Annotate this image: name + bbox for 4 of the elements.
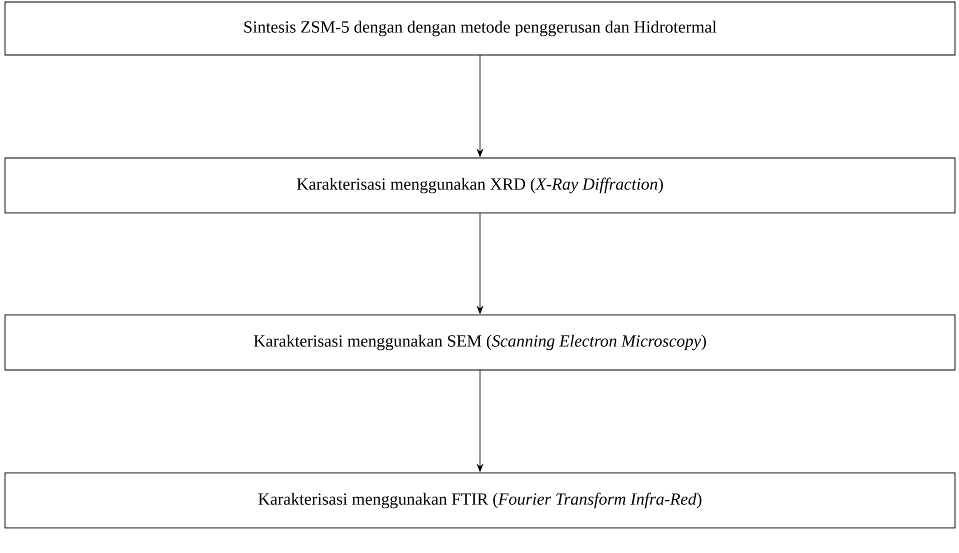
process-box: Karakterisasi menggunakan FTIR (Fourier Transform Infra-Red) [4, 472, 956, 528]
process-box: Sintesis ZSM-5 dengan dengan metode penggerusan dan Hidrotermal [4, 2, 956, 56]
process-box: Karakterisasi menggunakan XRD (X-Ray Diffraction) [4, 158, 956, 214]
process-box: Karakterisasi menggunakan SEM (Scanning Electron Microscopy) [4, 314, 956, 370]
